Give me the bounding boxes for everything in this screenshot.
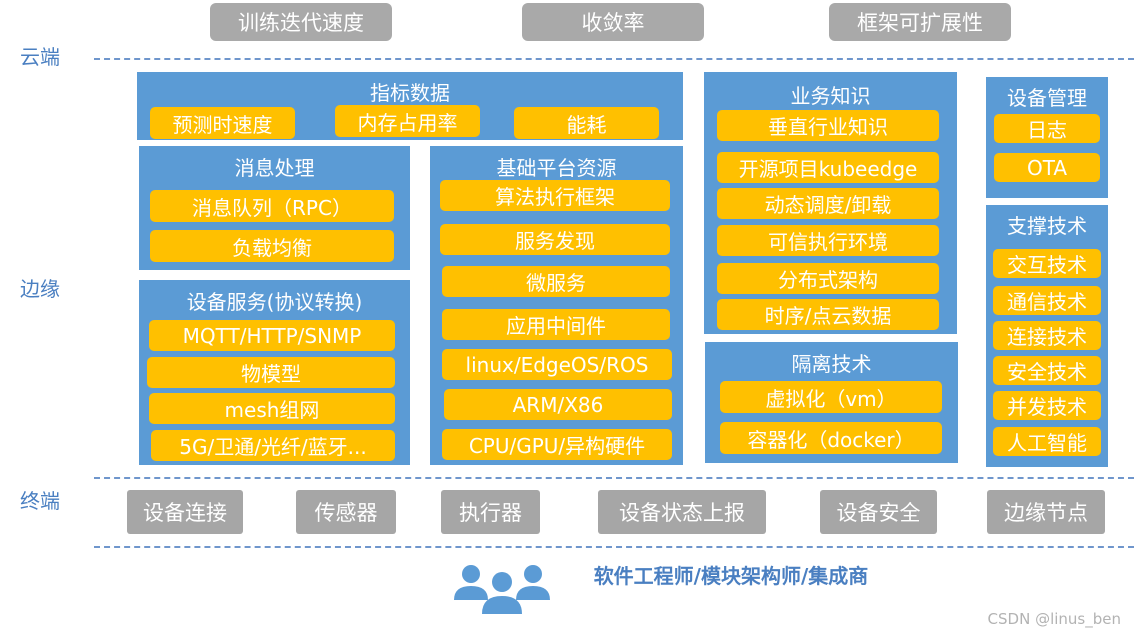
platform-panel: 基础平台资源 算法执行框架 服务发现 微服务 应用中间件 linux/EdgeO… <box>430 146 683 465</box>
device-mgmt-title: 设备管理 <box>1007 86 1087 110</box>
layer-label-cloud: 云端 <box>20 45 60 69</box>
terminal-item-edge-node: 边缘节点 <box>987 490 1105 534</box>
metrics-panel: 指标数据 预测时速度 内存占用率 能耗 <box>137 72 683 140</box>
platform-item: 微服务 <box>442 266 670 297</box>
device-mgmt-item: 日志 <box>994 114 1100 143</box>
cloud-separator <box>94 58 1134 60</box>
platform-item: CPU/GPU/异构硬件 <box>442 429 672 460</box>
business-title: 业务知识 <box>790 84 871 108</box>
isolation-panel: 隔离技术 虚拟化（vm） 容器化（docker） <box>705 342 958 463</box>
device-service-item: 物模型 <box>147 357 395 388</box>
metrics-item: 能耗 <box>514 107 659 139</box>
business-item: 动态调度/卸载 <box>717 188 939 219</box>
metrics-item: 预测时速度 <box>150 107 295 139</box>
platform-item: linux/EdgeOS/ROS <box>442 349 672 380</box>
cloud-item-extensibility: 框架可扩展性 <box>829 3 1011 41</box>
terminal-item-sensor: 传感器 <box>296 490 396 534</box>
message-title: 消息处理 <box>234 156 315 180</box>
support-item: 并发技术 <box>993 391 1101 420</box>
cloud-item-convergence: 收敛率 <box>522 3 704 41</box>
support-item: 交互技术 <box>993 249 1101 278</box>
message-panel: 消息处理 消息队列（RPC） 负载均衡 <box>139 146 410 270</box>
business-panel: 业务知识 垂直行业知识 开源项目kubeedge 动态调度/卸载 可信执行环境 … <box>704 72 957 334</box>
support-item: 通信技术 <box>993 286 1101 315</box>
people-group-icon <box>454 565 550 614</box>
message-item: 负载均衡 <box>150 230 394 262</box>
device-mgmt-panel: 设备管理 日志 OTA <box>986 77 1108 198</box>
platform-item: ARM/X86 <box>444 389 672 420</box>
platform-item: 服务发现 <box>440 224 670 255</box>
platform-title: 基础平台资源 <box>496 156 617 180</box>
isolation-title: 隔离技术 <box>791 352 872 376</box>
business-item: 可信执行环境 <box>717 225 939 256</box>
support-panel: 支撑技术 交互技术 通信技术 连接技术 安全技术 并发技术 人工智能 <box>986 205 1108 467</box>
terminal-item-status-report: 设备状态上报 <box>598 490 766 534</box>
support-item: 连接技术 <box>993 321 1101 350</box>
support-title: 支撑技术 <box>1007 214 1087 238</box>
people-roles-text: 软件工程师/模块架构师/集成商 <box>593 564 869 588</box>
business-item: 分布式架构 <box>717 263 939 294</box>
business-item: 时序/点云数据 <box>717 299 939 330</box>
metrics-title: 指标数据 <box>370 81 450 105</box>
metrics-item: 内存占用率 <box>335 105 480 137</box>
layer-label-terminal: 终端 <box>20 489 60 513</box>
platform-item: 算法执行框架 <box>440 180 670 211</box>
support-item: 安全技术 <box>993 356 1101 385</box>
device-service-panel: 设备服务(协议转换) MQTT/HTTP/SNMP 物模型 mesh组网 5G/… <box>139 280 410 465</box>
watermark: CSDN @linus_ben <box>987 610 1121 628</box>
terminal-separator <box>94 546 1134 548</box>
device-service-item: 5G/卫通/光纤/蓝牙... <box>151 430 395 461</box>
layer-label-edge: 边缘 <box>20 277 60 301</box>
device-mgmt-item: OTA <box>994 153 1100 182</box>
cloud-item-training-speed: 训练迭代速度 <box>210 3 392 41</box>
device-service-item: mesh组网 <box>149 393 395 424</box>
business-item: 开源项目kubeedge <box>717 152 939 183</box>
terminal-item-device-connection: 设备连接 <box>127 490 243 534</box>
isolation-item: 容器化（docker） <box>720 422 942 454</box>
platform-item: 应用中间件 <box>442 309 670 340</box>
support-item: 人工智能 <box>993 427 1101 456</box>
message-item: 消息队列（RPC） <box>150 190 394 222</box>
isolation-item: 虚拟化（vm） <box>720 381 942 413</box>
edge-separator <box>94 477 1134 479</box>
device-service-title: 设备服务(协议转换) <box>186 290 363 314</box>
business-item: 垂直行业知识 <box>717 110 939 141</box>
device-service-item: MQTT/HTTP/SNMP <box>149 320 395 351</box>
terminal-item-device-security: 设备安全 <box>820 490 937 534</box>
terminal-item-actuator: 执行器 <box>441 490 540 534</box>
